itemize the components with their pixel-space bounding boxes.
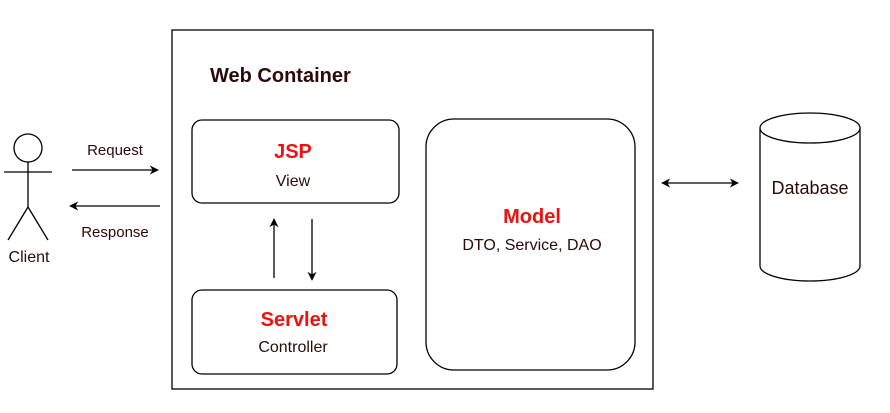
model-subtitle: DTO, Service, DAO: [462, 237, 601, 254]
response-label: Response: [81, 224, 149, 241]
cylinder-database-icon: [759, 112, 861, 282]
servlet-subtitle: Controller: [258, 339, 328, 356]
servlet-title: Servlet: [261, 309, 328, 331]
stick-figure-actor-icon: [4, 133, 52, 241]
web-container-title: Web Container: [210, 65, 351, 87]
model-title: Model: [503, 206, 561, 228]
database-label: Database: [771, 178, 848, 198]
client-label: Client: [9, 249, 50, 266]
jsp-title: JSP: [274, 141, 312, 163]
jsp-component: JSP View: [191, 119, 400, 204]
request-label: Request: [87, 142, 144, 159]
model-component: Model DTO, Service, DAO: [425, 118, 636, 371]
servlet-component: Servlet Controller: [191, 289, 398, 375]
jsp-subtitle: View: [276, 173, 311, 190]
